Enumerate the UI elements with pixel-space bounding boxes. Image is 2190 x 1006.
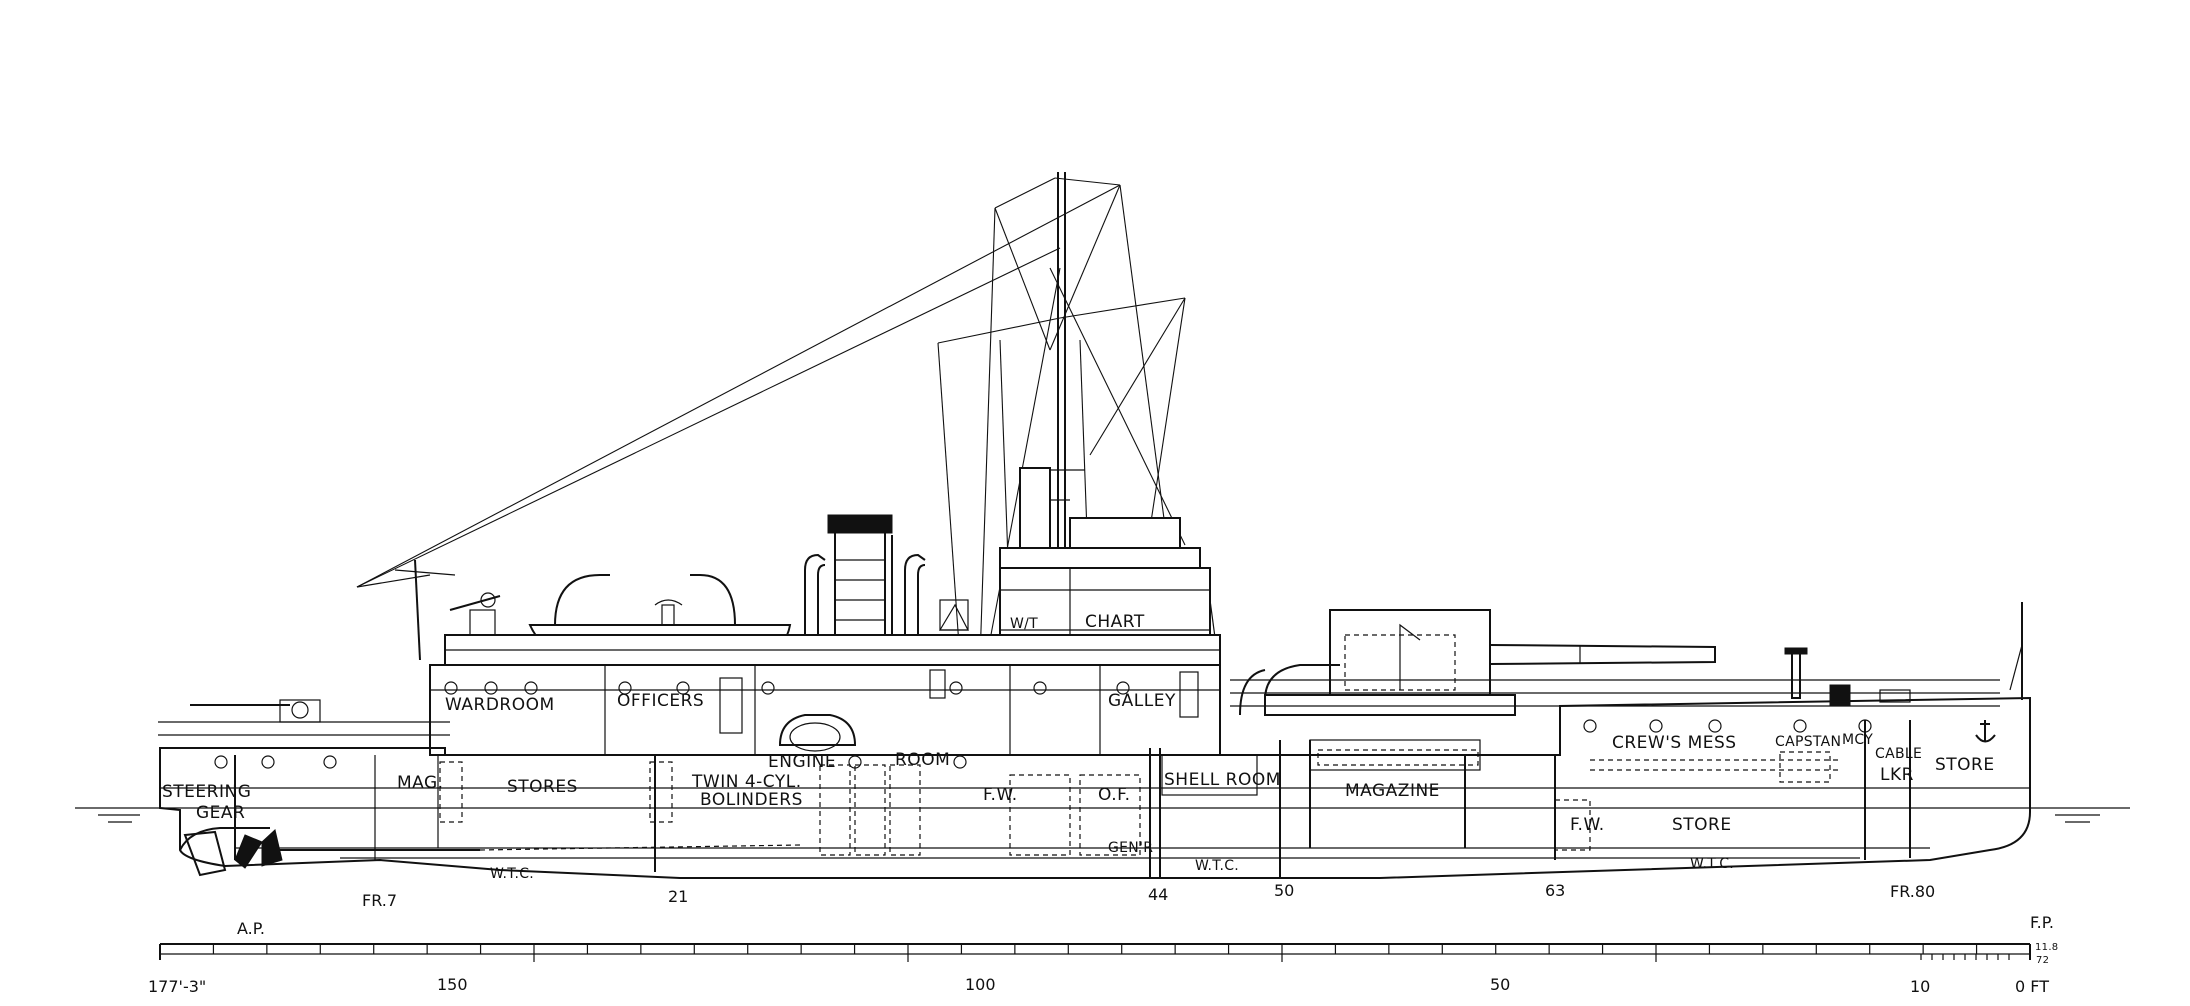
label-room: ROOM [895, 750, 950, 770]
bridge [938, 467, 1219, 661]
label-store-fwd: STORE [1935, 755, 1995, 775]
deckhouse [429, 634, 1221, 756]
label-store-lower: STORE [1672, 815, 1732, 835]
label-genr: GEN'R [1108, 840, 1153, 856]
label-lkr: LKR [1880, 765, 1914, 785]
frame-44: 44 [1148, 885, 1168, 904]
label-gear: GEAR [196, 803, 245, 823]
scale-100: 100 [965, 975, 996, 994]
rigging [356, 177, 1186, 661]
main-gun [1239, 609, 1716, 716]
label-shell-room: SHELL ROOM [1164, 770, 1281, 790]
label-stores: STORES [507, 777, 578, 797]
label-wtc-2: W.T.C. [1195, 858, 1239, 874]
label-wtc-3: W.T.C. [1690, 856, 1734, 872]
label-cable: CABLE [1875, 746, 1922, 762]
label-crews-mess: CREW'S MESS [1612, 733, 1737, 753]
label-mcy: MCY [1842, 732, 1873, 748]
label-steering: STEERING [162, 782, 251, 802]
scale-50: 50 [1490, 975, 1510, 994]
label-chart: CHART [1085, 612, 1145, 632]
label-wt: W/T [1010, 616, 1038, 632]
frame-21: 21 [668, 887, 688, 906]
label-mag: MAG. [397, 773, 444, 793]
scale-fraction-top: 11.8 [2035, 942, 2058, 953]
label-fw-aft: F.W. [983, 785, 1018, 805]
scale-bar: 177'-3" 150 100 50 10 0 FT 11.8 72 [148, 942, 2058, 996]
label-galley: GALLEY [1108, 691, 1176, 711]
ventilators [804, 553, 926, 660]
hull [159, 696, 2031, 879]
portholes [214, 681, 1872, 769]
label-fw-fwd: F.W. [1570, 815, 1605, 835]
waterline-marks [75, 807, 2130, 823]
scale-10: 10 [1910, 977, 1930, 996]
frame-50: 50 [1274, 881, 1294, 900]
label-wardroom: WARDROOM [445, 695, 555, 715]
derrick [356, 559, 456, 661]
label-bolinders: BOLINDERS [700, 790, 803, 810]
machinery [439, 751, 1840, 856]
label-capstan: CAPSTAN [1775, 734, 1841, 750]
label-twin-cyl: TWIN 4-CYL. [691, 772, 802, 792]
label-officers: OFFICERS [617, 691, 704, 711]
aft-perpendicular: A.P. [237, 919, 265, 938]
scale-150: 150 [437, 975, 468, 994]
bulkheads [234, 720, 1911, 878]
scale-end: 0 FT [2015, 977, 2049, 996]
frame-63: 63 [1545, 881, 1565, 900]
fwd-perpendicular: F.P. [2030, 913, 2054, 932]
label-wtc-1: W.T.C. [490, 866, 534, 882]
frame-7: FR.7 [362, 891, 397, 910]
label-magazine: MAGAZINE [1345, 781, 1440, 801]
funnel [827, 514, 893, 660]
frame-80: FR.80 [1890, 882, 1935, 901]
propeller [183, 829, 480, 877]
anchor-icon [1975, 720, 1996, 743]
label-engine: ENGINE [768, 752, 836, 772]
fwd-fittings [1784, 602, 2023, 706]
scale-fraction-bottom: 72 [2036, 955, 2049, 966]
frame-numbers: FR.7 21 44 50 63 FR.80 [362, 881, 1935, 910]
scale-start: 177'-3" [148, 977, 206, 996]
compartment-labels: STEERING GEAR WARDROOM OFFICERS MAG. STO… [162, 612, 1995, 882]
label-of: O.F. [1098, 785, 1131, 805]
